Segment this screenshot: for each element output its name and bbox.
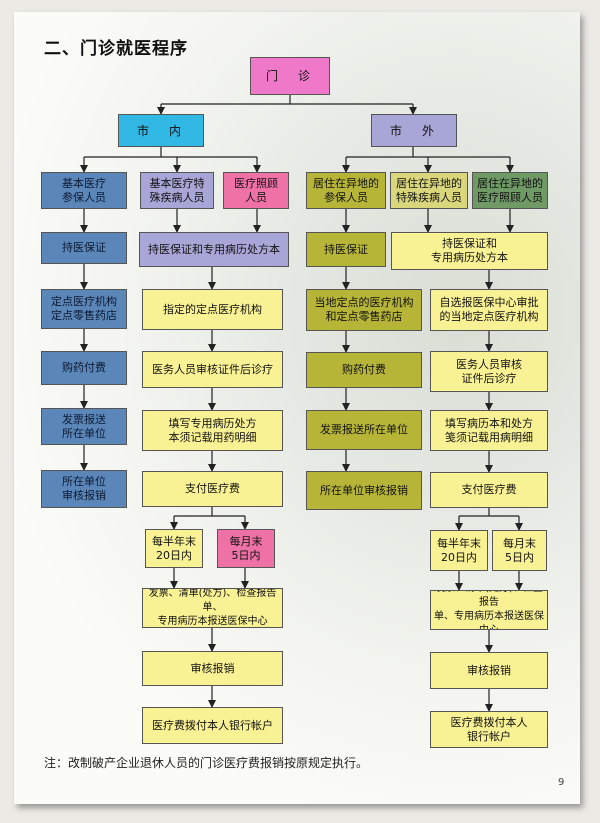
remote-monthly-deadline: 每月末 5日内 <box>492 530 547 571</box>
branch-remote: 市 外 <box>371 114 457 147</box>
remote-card-and-record-book: 持医保证和 专用病历处方本 <box>391 232 548 270</box>
local-designated-institution: 指定的定点医疗机构 <box>142 289 283 330</box>
local-submit-to-center: 发票、清单(处方)、检查报告单、 专用病历本报送医保中心 <box>142 588 283 628</box>
local-transfer-to-account: 医疗费拨付本人银行帐户 <box>142 707 283 744</box>
remote-half-year-deadline: 每半年末 20日内 <box>430 530 488 571</box>
branch-local: 市 内 <box>118 114 204 147</box>
page-number: 9 <box>558 777 565 788</box>
remote-unit-review: 所在单位审核报销 <box>306 471 422 510</box>
local-review-reimburse: 审核报销 <box>142 651 283 686</box>
local-insured-persons: 基本医疗 参保人员 <box>41 172 127 209</box>
local-card-and-record-book: 持医保证和专用病历处方本 <box>139 232 289 267</box>
remote-verify-treat: 医务人员审核 证件后诊疗 <box>430 351 548 392</box>
remote-transfer-to-account: 医疗费拨付本人 银行帐户 <box>430 711 548 748</box>
local-hold-card: 持医保证 <box>41 232 127 264</box>
local-designated-institutions: 定点医疗机构 定点零售药店 <box>41 289 127 329</box>
local-pay-medical-fee: 支付医疗费 <box>142 471 283 507</box>
remote-fill-record: 填写病历本和处方 笺须记载用病明细 <box>430 410 548 451</box>
local-verify-treat: 医务人员审核证件后诊疗 <box>142 351 283 388</box>
local-half-year-deadline: 每半年末 20日内 <box>145 529 203 568</box>
remote-insured-persons: 居住在异地的 参保人员 <box>306 172 386 209</box>
remote-review-reimburse: 审核报销 <box>430 652 548 689</box>
remote-local-institutions: 当地定点的医疗机构 和定点零售药店 <box>306 289 422 331</box>
remote-approved-institution: 自选报医保中心审批 的当地定点医疗机构 <box>430 289 548 331</box>
local-care-persons: 医疗照顾 人员 <box>223 172 289 209</box>
footnote: 注：改制破产企业退休人员的门诊医疗费报销按原规定执行。 <box>44 756 369 770</box>
remote-pay-medical-fee: 支付医疗费 <box>430 472 548 508</box>
local-invoice-submit: 发票报送 所在单位 <box>41 408 127 445</box>
root-outpatient: 门 诊 <box>250 57 330 95</box>
local-purchase-pay: 购药付费 <box>41 351 127 385</box>
remote-hold-card: 持医保证 <box>306 232 386 267</box>
local-fill-record: 填写专用病历处方 本须记载用药明细 <box>142 410 283 451</box>
local-monthly-deadline: 每月末 5日内 <box>217 529 275 568</box>
remote-purchase-pay: 购药付费 <box>306 352 422 388</box>
local-special-disease-persons: 基本医疗特 殊疾病人员 <box>140 172 214 209</box>
remote-invoice-submit: 发票报送所在单位 <box>306 410 422 450</box>
page-title: 二、门诊就医程序 <box>44 39 188 59</box>
local-unit-review: 所在单位 审核报销 <box>41 470 127 508</box>
remote-submit-to-center: 发票、清单(处方)、检查报告 单、专用病历本报送医保中心 <box>430 590 548 630</box>
remote-care-persons: 居住在异地的 医疗照顾人员 <box>472 172 548 209</box>
remote-special-disease-persons: 居住在异地的 特殊疾病人员 <box>390 172 468 209</box>
